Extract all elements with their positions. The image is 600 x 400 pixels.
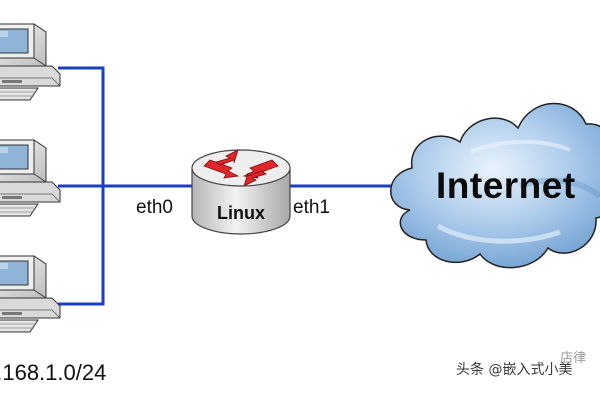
desktop-computer-icon bbox=[0, 255, 61, 333]
desktop-computer-icon bbox=[0, 139, 61, 217]
eth0-label: eth0 bbox=[136, 197, 173, 218]
network-links bbox=[58, 66, 400, 306]
cloud-icon bbox=[390, 102, 600, 269]
router-label: Linux bbox=[217, 203, 265, 223]
desktop-computer-icon bbox=[0, 23, 61, 101]
watermark-tail-text: 店律 bbox=[560, 351, 587, 366]
router-icon bbox=[191, 149, 291, 235]
computer-1 bbox=[0, 23, 61, 101]
subnet-label: 2.168.1.0/24 bbox=[0, 360, 107, 385]
internet-label: Internet bbox=[436, 165, 576, 206]
computer-2 bbox=[0, 139, 61, 217]
computer-3 bbox=[0, 255, 61, 333]
eth1-label: eth1 bbox=[293, 197, 330, 218]
watermark-text: 头条 @嵌入式小美 bbox=[456, 362, 573, 378]
router-arrows-icon bbox=[203, 149, 279, 187]
